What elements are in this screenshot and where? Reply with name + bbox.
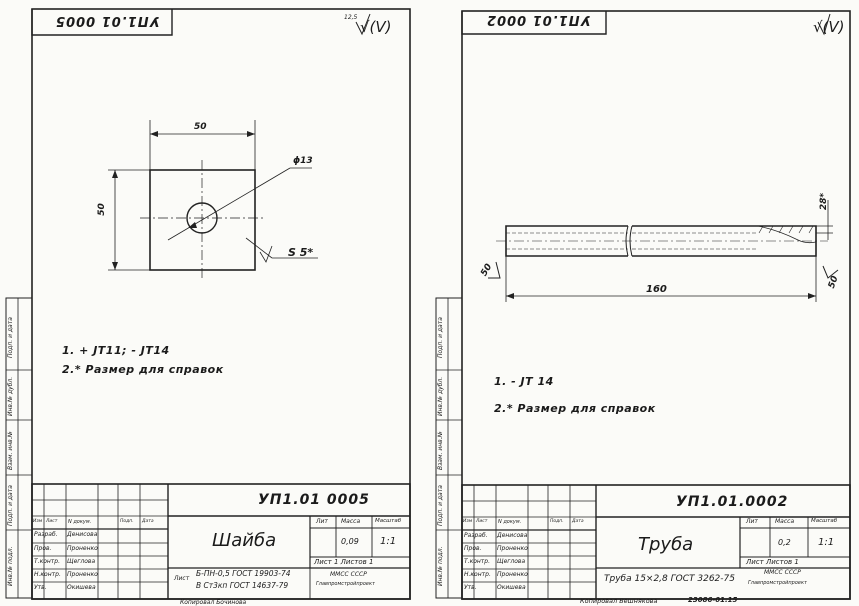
role-name: Денисова bbox=[67, 531, 98, 538]
change-header-izm: Изм bbox=[463, 519, 473, 524]
header-mass: Масса bbox=[775, 518, 795, 525]
org-line-2: Главпромстройпроект bbox=[316, 581, 375, 587]
role-label: Разраб. bbox=[34, 531, 58, 538]
side-label: Подп. и дата bbox=[437, 485, 444, 526]
title-part-name: Шайба bbox=[212, 530, 277, 551]
change-header-date: Дата bbox=[142, 519, 154, 524]
note-1: 1. - JT 14 bbox=[494, 375, 554, 388]
material: Труба 15×2,8 ГОСТ 3262-75 bbox=[604, 574, 735, 584]
title-designation: УП1.01 0005 bbox=[258, 492, 370, 508]
side-label: Инв.№ дубл. bbox=[437, 376, 444, 416]
side-label: Взам. инв.№ bbox=[437, 431, 444, 470]
copied-by: Копировал Вешнякова bbox=[580, 597, 658, 605]
material-line-1: Б-ПН-0,5 ГОСТ 19903-74 bbox=[196, 569, 291, 578]
header-lit: Лит bbox=[316, 518, 328, 525]
drawing-sheet-washer: УП1.01 0005 12,5 √(V) 50 50 ϕ13 S 5* 1. … bbox=[0, 0, 421, 606]
change-header-doc: N докум. bbox=[498, 519, 522, 525]
role-label: Пров. bbox=[464, 545, 482, 552]
sheet-info: Лист Листов 1 bbox=[746, 558, 799, 566]
role-name: Щеглова bbox=[497, 558, 526, 565]
dim-height: 50 bbox=[96, 203, 107, 216]
note-2: 2.* Размер для справок bbox=[494, 402, 656, 415]
drawing-sheet-pipe: УП1.01 0002 √(V) 160 28* 50 50 1. - JT 1… bbox=[428, 0, 859, 606]
stamp-code: УП1.01 0005 bbox=[55, 13, 160, 28]
scale-value: 1:1 bbox=[818, 537, 835, 548]
role-label: Н.контр. bbox=[34, 571, 61, 578]
washer-drawing-lines bbox=[5, 8, 411, 600]
mass-value: 0,2 bbox=[778, 538, 791, 547]
org-line-2: Главпромстройпроект bbox=[748, 580, 807, 586]
archive-code: 23086-01.15 bbox=[688, 596, 738, 604]
roughness-value: 12,5 bbox=[344, 14, 358, 21]
copied-by: Копировал Бочинова bbox=[180, 599, 247, 606]
change-header-sign: Подп. bbox=[120, 519, 134, 524]
header-scale: Масштаб bbox=[811, 518, 838, 524]
change-header-doc: N докум. bbox=[68, 519, 92, 525]
dim-diameter: 28* bbox=[819, 192, 830, 211]
role-name: Проненко bbox=[67, 545, 98, 552]
note-2: 2.* Размер для справок bbox=[62, 363, 224, 376]
change-header-date: Дата bbox=[572, 519, 584, 524]
role-name: Проненко bbox=[497, 545, 528, 552]
dim-hole: ϕ13 bbox=[293, 156, 313, 166]
header-mass: Масса bbox=[341, 518, 361, 525]
pipe-drawing-lines bbox=[435, 10, 851, 600]
role-label: Н.контр. bbox=[464, 571, 491, 578]
mass-value: 0,09 bbox=[341, 537, 359, 546]
side-label: Инв.№ подл. bbox=[437, 546, 444, 587]
side-label: Подп. и дата bbox=[7, 317, 14, 358]
stamp-code: УП1.01 0002 bbox=[486, 12, 591, 27]
role-name: Щеглова bbox=[67, 558, 96, 565]
title-designation: УП1.01.0002 bbox=[676, 494, 789, 510]
change-header-list: Лист bbox=[46, 519, 58, 524]
surface-finish-mark: √(V) bbox=[813, 18, 845, 36]
material-prefix: Лист bbox=[174, 575, 190, 582]
dim-length: 160 bbox=[646, 284, 667, 295]
org-line-1: ММСС СССР bbox=[764, 569, 801, 576]
material-line-2: В Ст3кп ГОСТ 14637-79 bbox=[196, 581, 289, 590]
role-label: Т.контр. bbox=[464, 558, 491, 565]
role-name: Окишева bbox=[497, 584, 526, 591]
side-label: Инв.№ дубл. bbox=[7, 376, 14, 416]
header-scale: Масштаб bbox=[375, 518, 402, 524]
side-label: Подп. и дата bbox=[7, 485, 14, 526]
role-name: Денисова bbox=[497, 532, 528, 539]
role-label: Утв. bbox=[34, 584, 47, 591]
role-label: Пров. bbox=[34, 545, 52, 552]
role-label: Утв. bbox=[464, 584, 477, 591]
role-label: Т.контр. bbox=[34, 558, 61, 565]
side-label: Инв.№ подл. bbox=[7, 546, 14, 587]
title-part-name: Труба bbox=[638, 534, 694, 555]
role-name: Окишева bbox=[67, 584, 96, 591]
dim-width: 50 bbox=[194, 122, 207, 132]
dim-thickness: S 5* bbox=[288, 246, 314, 259]
change-header-list: Лист bbox=[476, 519, 488, 524]
note-1: 1. + JT11; - JT14 bbox=[62, 344, 170, 357]
side-label: Взам. инв.№ bbox=[7, 431, 14, 470]
sheet-info: Лист 1 Листов 1 bbox=[314, 558, 374, 566]
org-line-1: ММСС СССР bbox=[330, 571, 367, 578]
change-header-sign: Подп. bbox=[550, 519, 564, 524]
scale-value: 1:1 bbox=[380, 536, 397, 547]
role-name: Проненко bbox=[497, 571, 528, 578]
change-header-izm: Изм bbox=[33, 519, 43, 524]
role-name: Проненко bbox=[67, 571, 98, 578]
role-label: Разраб. bbox=[464, 532, 488, 539]
side-label: Подп. и дата bbox=[437, 317, 444, 358]
surface-finish-mark: √(V) bbox=[360, 18, 392, 36]
header-lit: Лит bbox=[746, 518, 758, 525]
